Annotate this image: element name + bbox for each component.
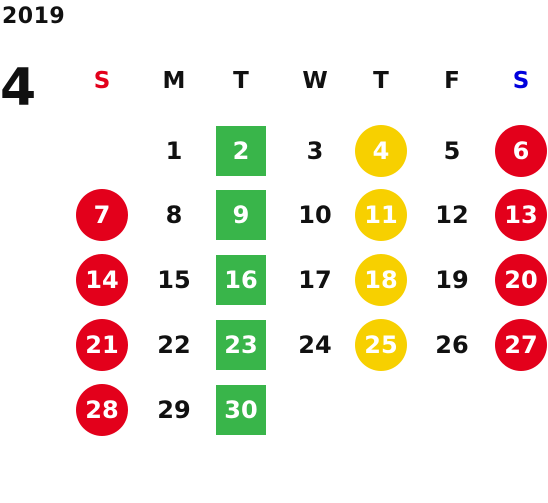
weekday-header-5: F bbox=[444, 68, 460, 94]
weekday-header-2: T bbox=[233, 68, 249, 94]
day-cell-25[interactable]: 25 bbox=[355, 319, 407, 371]
day-cell-8[interactable]: 8 bbox=[165, 201, 183, 229]
day-cell-1[interactable]: 1 bbox=[165, 137, 183, 165]
day-cell-21[interactable]: 21 bbox=[76, 319, 128, 371]
day-cell-15[interactable]: 15 bbox=[157, 266, 191, 294]
day-cell-23[interactable]: 23 bbox=[216, 320, 266, 370]
day-cell-27[interactable]: 27 bbox=[495, 319, 547, 371]
day-cell-2[interactable]: 2 bbox=[216, 126, 266, 176]
day-cell-7[interactable]: 7 bbox=[76, 189, 128, 241]
day-cell-24[interactable]: 24 bbox=[298, 331, 332, 359]
day-cell-10[interactable]: 10 bbox=[298, 201, 332, 229]
day-cell-3[interactable]: 3 bbox=[306, 137, 324, 165]
weekday-header-1: M bbox=[162, 68, 186, 94]
day-cell-28[interactable]: 28 bbox=[76, 384, 128, 436]
weekday-header-0: S bbox=[93, 68, 111, 94]
day-cell-9[interactable]: 9 bbox=[216, 190, 266, 240]
day-cell-19[interactable]: 19 bbox=[435, 266, 469, 294]
day-cell-20[interactable]: 20 bbox=[495, 254, 547, 306]
weekday-header-3: W bbox=[302, 68, 328, 94]
calendar-year: 2019 bbox=[2, 4, 66, 29]
day-cell-26[interactable]: 26 bbox=[435, 331, 469, 359]
day-cell-16[interactable]: 16 bbox=[216, 255, 266, 305]
weekday-header-6: S bbox=[512, 68, 530, 94]
day-cell-11[interactable]: 11 bbox=[355, 189, 407, 241]
day-cell-17[interactable]: 17 bbox=[298, 266, 332, 294]
day-cell-5[interactable]: 5 bbox=[443, 137, 461, 165]
day-cell-12[interactable]: 12 bbox=[435, 201, 469, 229]
day-cell-14[interactable]: 14 bbox=[76, 254, 128, 306]
day-cell-4[interactable]: 4 bbox=[355, 125, 407, 177]
day-cell-30[interactable]: 30 bbox=[216, 385, 266, 435]
calendar-month: 4 bbox=[0, 58, 37, 118]
day-cell-29[interactable]: 29 bbox=[157, 396, 191, 424]
day-cell-18[interactable]: 18 bbox=[355, 254, 407, 306]
day-cell-13[interactable]: 13 bbox=[495, 189, 547, 241]
day-cell-6[interactable]: 6 bbox=[495, 125, 547, 177]
weekday-header-4: T bbox=[373, 68, 389, 94]
day-cell-22[interactable]: 22 bbox=[157, 331, 191, 359]
